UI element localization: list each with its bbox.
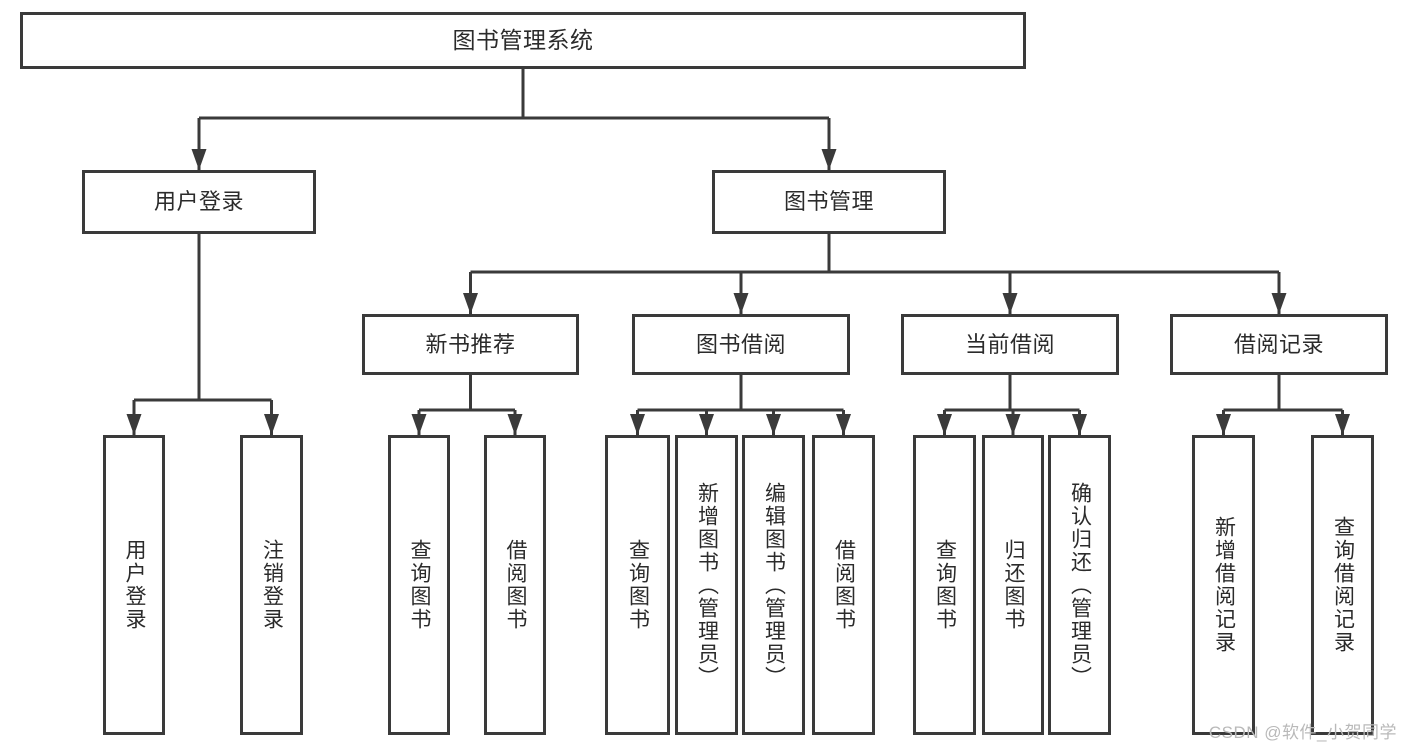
arrow-head-b-lend [836, 414, 851, 435]
node-login[interactable]: 用户登录 [82, 170, 316, 234]
node-label-b-add: 新增图书（管理员） [695, 481, 719, 689]
node-b-lend[interactable]: 借阅图书 [812, 435, 875, 735]
node-c-confirm[interactable]: 确认归还（管理员） [1048, 435, 1111, 735]
node-label-c-confirm: 确认归还（管理员） [1068, 481, 1092, 689]
node-label-root: 图书管理系统 [452, 26, 594, 53]
arrow-head-c-query [937, 414, 952, 435]
arrow-head-n-query [411, 414, 427, 435]
node-current[interactable]: 当前借阅 [901, 314, 1119, 375]
node-label-r-query: 查询借阅记录 [1331, 516, 1355, 654]
arrow-head-c-return [1005, 414, 1021, 435]
node-label-c-query: 查询图书 [933, 539, 957, 631]
node-r-add[interactable]: 新增借阅记录 [1192, 435, 1255, 735]
node-l-login[interactable]: 用户登录 [103, 435, 165, 735]
node-label-l-login: 用户登录 [123, 539, 147, 631]
node-borrow[interactable]: 图书借阅 [632, 314, 850, 375]
node-label-b-query: 查询图书 [626, 539, 650, 631]
node-label-b-lend: 借阅图书 [832, 539, 856, 631]
arrow-head-current [1002, 293, 1018, 314]
node-l-logout[interactable]: 注销登录 [240, 435, 303, 735]
node-label-login: 用户登录 [153, 189, 244, 215]
node-b-edit[interactable]: 编辑图书（管理员） [742, 435, 805, 735]
arrow-head-b-add [699, 414, 714, 435]
arrow-head-newbook [463, 293, 478, 314]
watermark-label: CSDN @软件_小贺同学 [1208, 723, 1397, 742]
node-c-query[interactable]: 查询图书 [913, 435, 976, 735]
node-newbook[interactable]: 新书推荐 [362, 314, 579, 375]
arrow-head-records [1271, 293, 1287, 314]
arrow-head-c-confirm [1072, 414, 1087, 435]
arrow-head-b-query [630, 414, 645, 435]
arrow-head-login [191, 149, 207, 170]
node-c-return[interactable]: 归还图书 [982, 435, 1044, 735]
arrow-head-bookmgmt [821, 149, 837, 170]
node-root[interactable]: 图书管理系统 [20, 12, 1026, 69]
node-label-bookmgmt: 图书管理 [783, 189, 874, 215]
node-label-r-add: 新增借阅记录 [1212, 516, 1236, 654]
arrow-head-l-logout [264, 414, 279, 435]
node-b-query[interactable]: 查询图书 [605, 435, 670, 735]
node-b-add[interactable]: 新增图书（管理员） [675, 435, 738, 735]
arrow-head-b-edit [766, 414, 781, 435]
arrow-head-l-login [126, 414, 142, 435]
node-label-borrow: 图书借阅 [695, 331, 786, 357]
node-label-l-logout: 注销登录 [260, 539, 284, 631]
node-label-n-borrow: 借阅图书 [504, 539, 528, 631]
node-label-newbook: 新书推荐 [425, 331, 516, 357]
node-r-query[interactable]: 查询借阅记录 [1311, 435, 1374, 735]
arrow-head-borrow [733, 293, 749, 314]
arrow-head-r-query [1335, 414, 1350, 435]
node-label-b-edit: 编辑图书（管理员） [762, 481, 786, 689]
node-label-records: 借阅记录 [1233, 331, 1324, 357]
node-n-borrow[interactable]: 借阅图书 [484, 435, 546, 735]
arrow-head-r-add [1216, 414, 1231, 435]
node-n-query[interactable]: 查询图书 [388, 435, 450, 735]
node-label-current: 当前借阅 [964, 331, 1055, 357]
node-label-c-return: 归还图书 [1002, 539, 1026, 631]
node-records[interactable]: 借阅记录 [1170, 314, 1388, 375]
arrow-head-n-borrow [507, 414, 523, 435]
node-bookmgmt[interactable]: 图书管理 [712, 170, 946, 234]
node-label-n-query: 查询图书 [408, 539, 432, 631]
